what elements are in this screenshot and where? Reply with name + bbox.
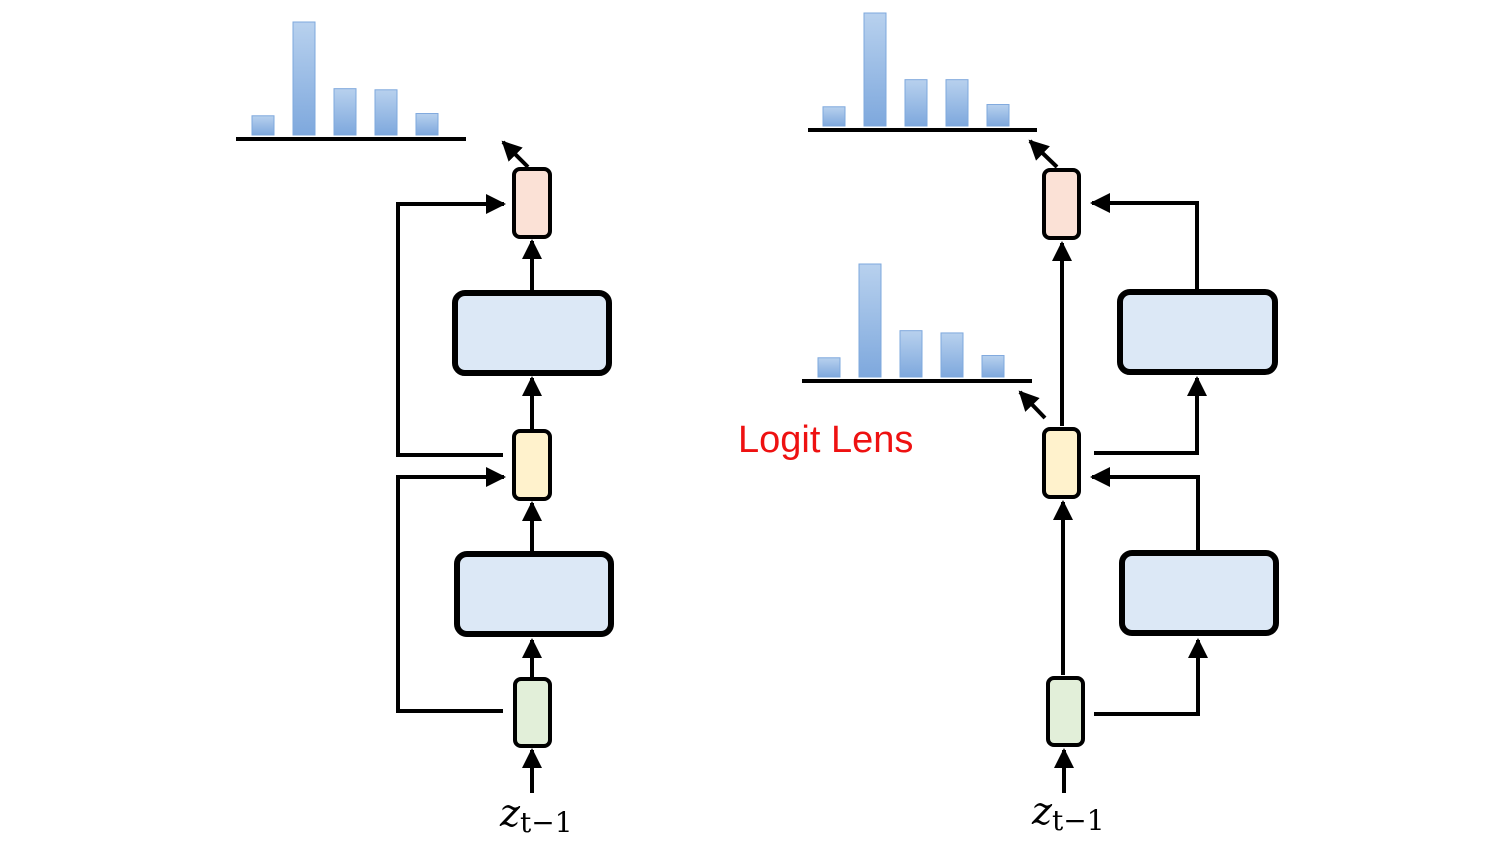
right-branch-from-layer1 (1090, 467, 1200, 551)
right-branch-to-layer2 (1094, 376, 1207, 455)
left-output-bar-3 (333, 88, 357, 136)
right-output-bar-5 (986, 104, 1010, 127)
logit-lens-label: Logit Lens (738, 419, 913, 461)
logit-lens-bar-5 (981, 355, 1005, 378)
logit-lens-bar-2 (858, 263, 882, 378)
right-layer-block-1 (1119, 550, 1279, 636)
right-output-bar-1 (822, 106, 846, 127)
left-residual-node (512, 429, 552, 501)
right-input-var: z (1031, 789, 1053, 833)
right-output-distribution (822, 12, 1010, 127)
right-embedding-node (1046, 676, 1085, 747)
logit-lens-bar-4 (940, 332, 964, 378)
left-layer-block-2 (452, 290, 612, 376)
logit-lens-bar-3 (899, 330, 923, 378)
logit-lens-distribution (817, 263, 1005, 378)
right-input-subscript: t−1 (1052, 804, 1105, 837)
left-output-bar-2 (292, 21, 316, 136)
right-input-label: zt−1 (1031, 789, 1105, 837)
right-output-arrow (1028, 139, 1059, 169)
left-output-bar-5 (415, 113, 439, 136)
left-input-subscript: t−1 (520, 806, 573, 839)
left-model: zt−1 (236, 21, 614, 839)
left-skip-connection-2 (396, 194, 506, 457)
logit-lens-arrow (1018, 390, 1047, 420)
left-input-label: zt−1 (499, 791, 573, 839)
left-output-distribution (251, 21, 439, 136)
left-output-bar-4 (374, 89, 398, 136)
right-output-bar-2 (863, 12, 887, 127)
right-model: Logit Lens zt−1 (738, 12, 1279, 837)
logit-lens-bar-1 (817, 357, 841, 378)
left-embedding-node (513, 677, 552, 748)
right-output-node (1042, 168, 1081, 240)
right-layer-block-2 (1117, 289, 1278, 375)
left-input-var: z (499, 791, 521, 835)
left-skip-connection-1 (396, 467, 506, 713)
right-output-bar-4 (945, 79, 969, 127)
left-output-node (512, 167, 552, 239)
right-branch-from-layer2 (1090, 193, 1199, 290)
left-output-arrow (501, 140, 530, 169)
right-branch-to-layer1 (1094, 638, 1208, 716)
left-layer-block-1 (454, 551, 614, 637)
right-residual-node (1042, 427, 1081, 499)
right-output-bar-3 (904, 79, 928, 127)
left-output-bar-1 (251, 115, 275, 136)
